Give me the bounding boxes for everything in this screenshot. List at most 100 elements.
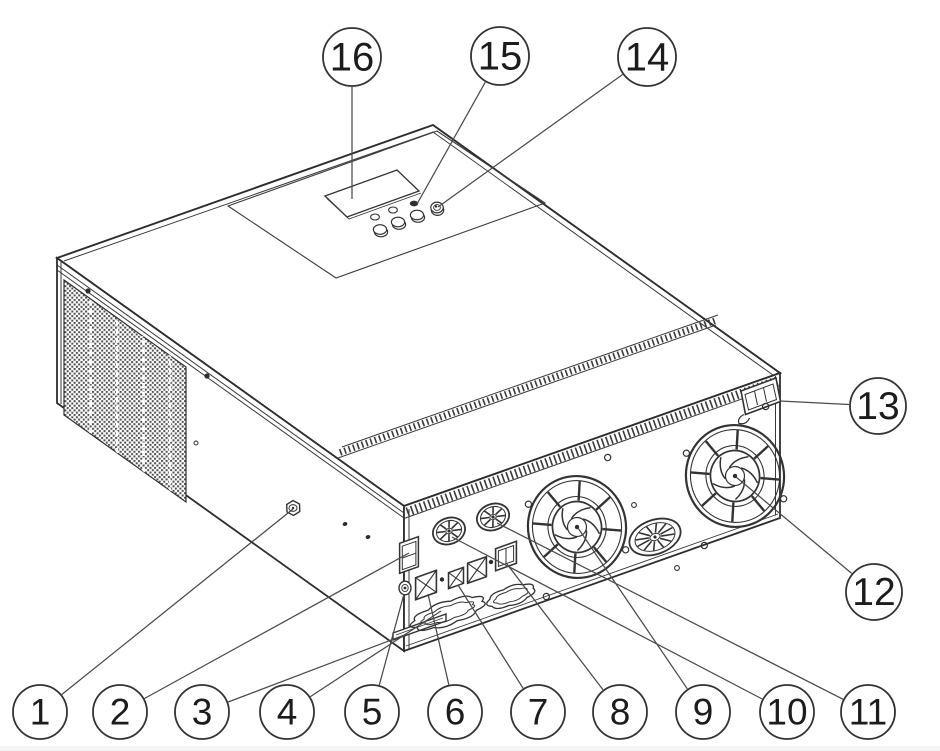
callout-circle-8 (592, 684, 648, 740)
callout-circle-2 (92, 684, 148, 740)
callout-number-11: 11 (849, 692, 887, 733)
generated-rear-details (409, 402, 788, 632)
control-panel-plate (226, 130, 547, 279)
leader-5 (378, 593, 405, 686)
leader-12 (735, 476, 853, 574)
callout-number-6: 6 (445, 692, 466, 733)
status-led (409, 200, 419, 207)
callout-2: 2 (92, 684, 148, 740)
callout-circle-10 (759, 684, 815, 740)
rear-screw-2 (488, 559, 494, 565)
cable-grommet-right (486, 583, 536, 610)
callout-number-8: 8 (610, 692, 631, 733)
leader-6 (427, 593, 450, 685)
leader-13 (779, 400, 850, 406)
function-buttons (372, 209, 426, 238)
callout-number-13: 13 (856, 385, 899, 428)
inverter-body (54, 123, 788, 653)
port-x2 (447, 566, 465, 590)
strip-screw-1 (85, 288, 91, 294)
callout-number-15: 15 (478, 35, 523, 79)
callout-circle-6 (427, 684, 483, 740)
strip-screw-2 (204, 373, 210, 379)
callout-11: 11 (840, 684, 896, 740)
callout-circle-3 (174, 684, 230, 740)
callout-circle-16 (322, 27, 382, 87)
callout-14: 14 (617, 27, 677, 87)
callout-circle-14 (617, 27, 677, 87)
callout-8: 8 (592, 684, 648, 740)
leader-8 (506, 563, 604, 691)
led-2 (388, 206, 398, 214)
leader-7 (457, 584, 524, 689)
power-switch (398, 535, 420, 575)
callout-circle-4 (259, 684, 315, 740)
callout-number-16: 16 (330, 36, 375, 80)
callout-1: 1 (12, 684, 68, 740)
callout-number-7: 7 (528, 692, 549, 733)
rear-face-bottom-line (405, 513, 779, 647)
leader-10 (451, 536, 763, 700)
top-lid-seam (337, 314, 719, 459)
fan-right (682, 402, 788, 550)
fan-left (524, 453, 630, 601)
button-3 (409, 209, 425, 221)
callout-13: 13 (849, 377, 907, 435)
callout-number-5: 5 (362, 692, 383, 733)
side-hole-3 (365, 534, 371, 540)
round-vent-right (476, 502, 510, 532)
port-x3 (466, 555, 488, 585)
button-1 (372, 224, 388, 235)
rear-top-vent-band (403, 376, 781, 519)
status-leds (370, 200, 419, 221)
callout-circle-13 (849, 377, 907, 435)
callout-circle-5 (344, 684, 400, 740)
callout-7: 7 (510, 684, 566, 740)
callout-circle-9 (675, 684, 731, 740)
oval-vent (628, 517, 682, 557)
leader-1 (61, 508, 294, 695)
port-square (494, 540, 518, 572)
round-jack (398, 580, 412, 596)
rear-face (403, 371, 781, 653)
callout-16: 16 (322, 27, 382, 87)
leader-14 (437, 73, 623, 208)
callout-number-9: 9 (693, 692, 714, 733)
oval-vent-screw-1 (631, 502, 637, 508)
callout-10: 10 (759, 684, 815, 740)
callout-3: 3 (174, 684, 230, 740)
callout-number-1: 1 (30, 692, 51, 733)
side-hole (193, 440, 199, 446)
side-grille (63, 278, 187, 504)
cable-grommet-left (409, 595, 486, 632)
callout-circle-7 (510, 684, 566, 740)
left-face-top-strip (56, 264, 405, 519)
callout-number-4: 4 (277, 692, 298, 733)
round-vent-left (432, 516, 466, 546)
control-panel (226, 130, 547, 279)
callout-6: 6 (427, 684, 483, 740)
leader-2 (144, 552, 410, 700)
callout-number-2: 2 (110, 692, 131, 733)
leader-9 (577, 527, 688, 690)
leader-3 (227, 633, 408, 703)
leader-4 (310, 610, 442, 698)
callout-circle-15 (470, 26, 530, 86)
leader-lines (61, 73, 853, 703)
led-1 (370, 213, 380, 221)
side-hole-2 (342, 521, 348, 527)
callout-number-3: 3 (192, 692, 213, 733)
callout-number-10: 10 (766, 692, 807, 733)
callout-circle-1 (12, 684, 68, 740)
oval-vent-screw-2 (674, 565, 680, 571)
callout-9: 9 (675, 684, 731, 740)
port-x1 (414, 569, 438, 601)
callout-circle-11 (840, 684, 896, 740)
bottom-strip (0, 746, 940, 751)
lcd-display (323, 169, 422, 220)
callout-number-12: 12 (852, 571, 895, 614)
callout-5: 5 (344, 684, 400, 740)
